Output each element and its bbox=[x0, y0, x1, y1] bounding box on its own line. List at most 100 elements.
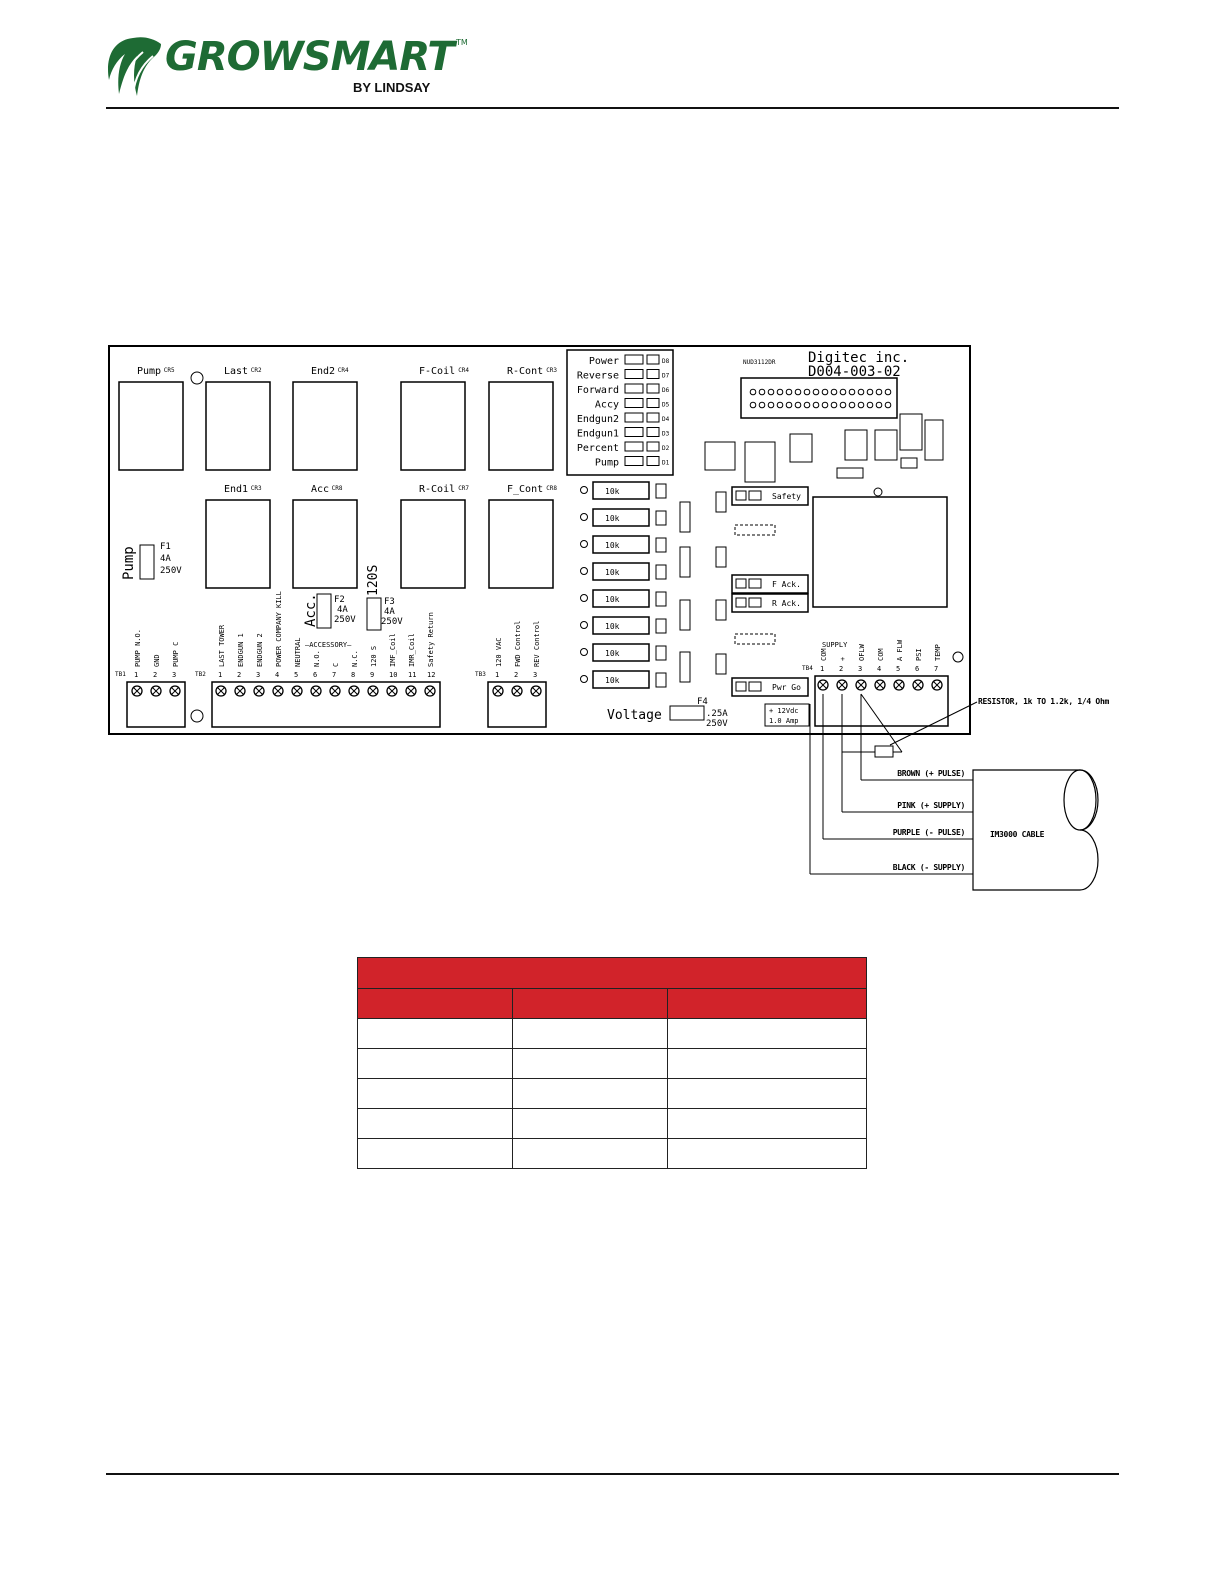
terminal-dot bbox=[580, 675, 588, 683]
jp1-pin bbox=[812, 388, 820, 396]
tb2-screw-slot bbox=[406, 686, 416, 696]
fuse-f3-group: 120S bbox=[366, 565, 381, 596]
table-cell bbox=[511, 988, 668, 1019]
wire-label: PURPLE (- PULSE) bbox=[893, 828, 965, 837]
led-ref: D8 bbox=[662, 358, 670, 365]
led-label: Pump bbox=[595, 458, 619, 469]
table-cell bbox=[666, 1138, 868, 1169]
status-led bbox=[735, 597, 747, 608]
led-resistor bbox=[624, 412, 644, 423]
resistor-label: 10k bbox=[605, 649, 620, 658]
status-box bbox=[731, 574, 809, 594]
jp1-pin bbox=[830, 388, 838, 396]
relay-ref: CR5 bbox=[164, 367, 175, 374]
led-diode bbox=[646, 441, 660, 452]
relay-label: End2 bbox=[311, 366, 335, 377]
status-led bbox=[735, 578, 747, 589]
board-part: D004-003-02 bbox=[808, 364, 901, 380]
relay-ref: CR3 bbox=[251, 485, 262, 492]
logo-subtitle: BY LINDSAY bbox=[353, 80, 431, 95]
tb2-label: TB2 bbox=[195, 671, 206, 678]
wire-label: PINK (+ SUPPLY) bbox=[897, 801, 965, 810]
led-label: Accy bbox=[595, 400, 619, 411]
jp1-pin bbox=[821, 401, 829, 409]
tb2-screw bbox=[310, 685, 322, 697]
relay-label: Acc bbox=[311, 484, 329, 495]
relay-label: End1 bbox=[224, 484, 248, 495]
tb3-pin-number: 2 bbox=[514, 671, 518, 679]
table-cell bbox=[357, 1078, 513, 1109]
table-cell bbox=[666, 1018, 868, 1049]
tb3-screw-slot bbox=[512, 686, 522, 696]
resistor-label: 10k bbox=[605, 541, 620, 550]
tb4-pin-number: 2 bbox=[839, 665, 843, 673]
resistor-cap bbox=[655, 618, 667, 634]
tb4-pin-name: COM bbox=[877, 648, 885, 661]
tb2-pin-number: 2 bbox=[237, 671, 241, 679]
tb2-pin-number: 7 bbox=[332, 671, 336, 679]
tb1-screw bbox=[131, 685, 143, 697]
tb2-screw bbox=[348, 685, 360, 697]
tb4-pin-name: PSI bbox=[915, 648, 923, 661]
tb2-screw-slot bbox=[387, 686, 397, 696]
tb3-screw bbox=[530, 685, 542, 697]
fuse-f3: F3 4A 250V 120S bbox=[366, 565, 403, 631]
tb2-pin-name: POWER COMPANY KILL bbox=[275, 591, 283, 667]
resistor-body bbox=[592, 562, 650, 581]
tb2-screw-slot bbox=[349, 686, 359, 696]
tb4-pin-number: 3 bbox=[858, 665, 862, 673]
table-cell bbox=[511, 1018, 668, 1049]
resistor-body bbox=[592, 508, 650, 527]
led-diode bbox=[646, 383, 660, 394]
status-resistor bbox=[748, 578, 762, 589]
large-ic-block bbox=[812, 496, 948, 608]
status-led bbox=[735, 490, 747, 501]
resistor-cap bbox=[655, 564, 667, 580]
tb3-pin-number: 3 bbox=[533, 671, 537, 679]
jp1-pin bbox=[839, 401, 847, 409]
led-resistor bbox=[624, 354, 644, 365]
jp1-pin bbox=[767, 388, 775, 396]
tb1-screw bbox=[150, 685, 162, 697]
fuse-f2-volts: 250V bbox=[334, 615, 356, 625]
table-cell bbox=[666, 1078, 868, 1109]
jp1-pin bbox=[830, 401, 838, 409]
relay-2 bbox=[292, 381, 358, 471]
tb2-pin-number: 10 bbox=[389, 671, 397, 679]
tb3-pin-name: FWD Control bbox=[514, 621, 522, 667]
relay-label: R-Cont bbox=[507, 366, 543, 377]
terminal-dot bbox=[580, 513, 588, 521]
fuse-f3-volts: 250V bbox=[381, 617, 403, 627]
tb2-screw-slot bbox=[330, 686, 340, 696]
fuse-f3-name: F3 bbox=[384, 597, 395, 607]
tb2-pin-name: LAST TOWER bbox=[218, 624, 226, 667]
tb4-screw-slot bbox=[856, 680, 866, 690]
relay-ref: CR2 bbox=[251, 367, 262, 374]
tb3-screw bbox=[511, 685, 523, 697]
status-resistor bbox=[748, 490, 762, 501]
table-cell bbox=[357, 988, 513, 1019]
terminal-dot bbox=[580, 621, 588, 629]
tb3-screw bbox=[492, 685, 504, 697]
table-cell bbox=[511, 1138, 668, 1169]
jp1-connector bbox=[740, 377, 898, 419]
table-cell bbox=[357, 957, 867, 989]
tb3-pin-number: 1 bbox=[495, 671, 499, 679]
tb4-screw-slot bbox=[837, 680, 847, 690]
jp1-pin bbox=[848, 388, 856, 396]
tb4-pin-name: TEMP bbox=[934, 644, 942, 661]
fuse-f2-name: F2 bbox=[334, 595, 345, 605]
mount-hole bbox=[952, 651, 964, 663]
led-diode bbox=[646, 398, 660, 408]
growsmart-logo: GROWSMART TM BY LINDSAY bbox=[103, 30, 483, 102]
fuse-f2-group: Acc. bbox=[303, 593, 319, 627]
table-cell bbox=[666, 988, 868, 1019]
jp1-pin bbox=[749, 388, 757, 396]
tb2-pin-number: 5 bbox=[294, 671, 298, 679]
tb3-label: TB3 bbox=[475, 671, 486, 678]
resistor-body bbox=[592, 535, 650, 554]
table-row bbox=[357, 1048, 868, 1079]
